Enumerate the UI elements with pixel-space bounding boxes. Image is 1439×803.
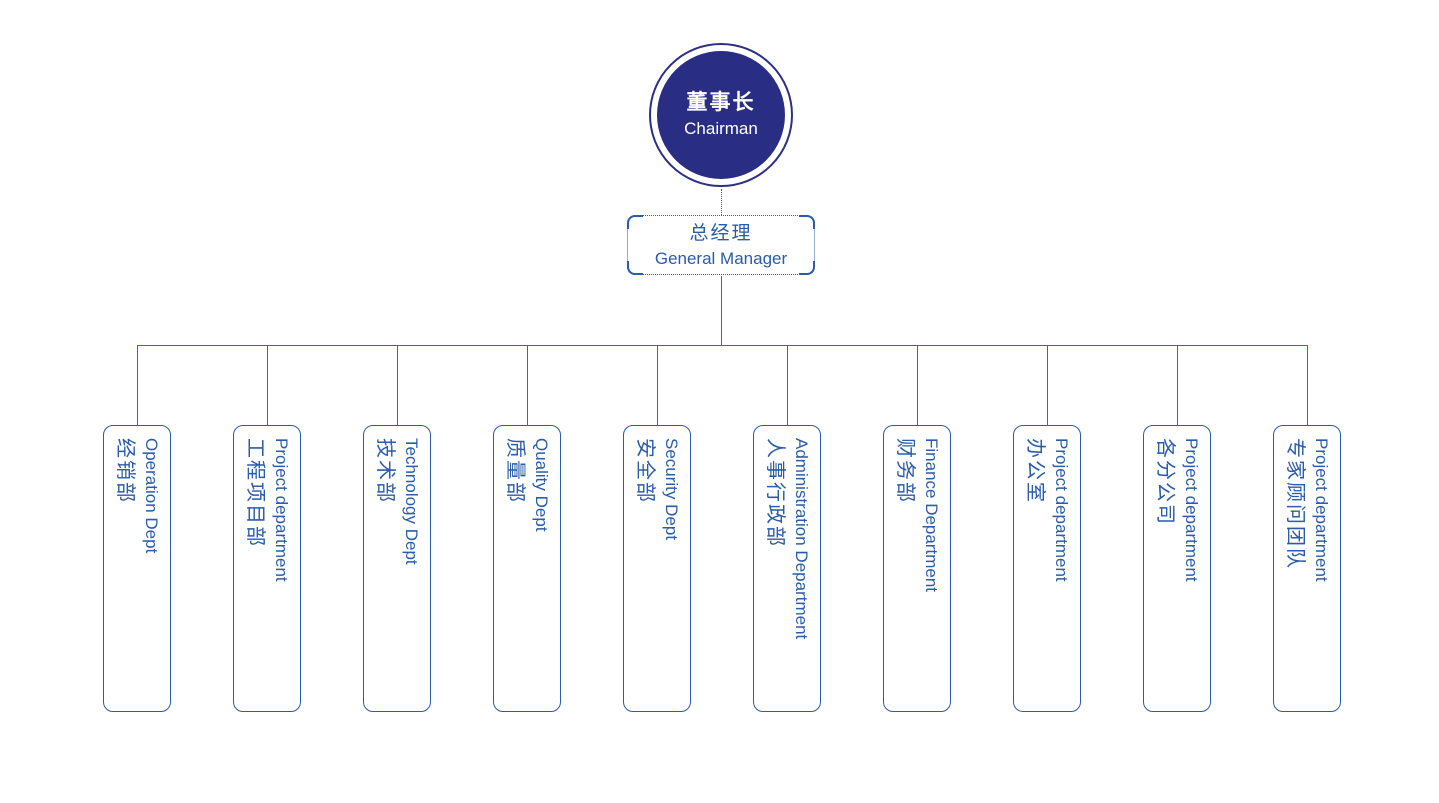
dept-name-en: Quality Dept xyxy=(532,438,551,532)
corner-bracket-icon xyxy=(799,215,815,229)
connector-stub-line xyxy=(916,345,918,425)
dept-name-en-col: Project department xyxy=(1050,438,1073,711)
dept-column-operation: 经销部 Operation Dept xyxy=(103,345,171,712)
dept-name-en: Project department xyxy=(1312,438,1331,582)
gm-title-zh: 总经理 xyxy=(689,222,753,244)
dept-name-en-col: Administration Department xyxy=(790,438,813,711)
chairman-node: 董事长 Chairman xyxy=(649,43,793,187)
connector-stub-line xyxy=(656,345,658,425)
dept-column-project: 工程项目部 Project department xyxy=(233,345,301,712)
dept-box-security: 安全部 Security Dept xyxy=(623,425,691,712)
dept-name-en: Operation Dept xyxy=(142,438,161,554)
connector-stub-line xyxy=(1306,345,1308,425)
general-manager-node: 总经理 General Manager xyxy=(627,215,815,275)
dept-name-en-col: Project department xyxy=(1180,438,1203,711)
chairman-circle: 董事长 Chairman xyxy=(657,51,785,179)
connector-stub-line xyxy=(786,345,788,425)
corner-bracket-icon xyxy=(799,261,815,275)
connector-stub-line xyxy=(526,345,528,425)
dept-column-branches: 各分公司 Project department xyxy=(1143,345,1211,712)
dept-box-branches: 各分公司 Project department xyxy=(1143,425,1211,712)
corner-bracket-icon xyxy=(627,215,643,229)
dept-box-quality: 质量部 Quality Dept xyxy=(493,425,561,712)
dept-name-zh: 技术部 xyxy=(374,438,396,504)
connector-horizontal-line xyxy=(137,345,1307,346)
corner-bracket-icon xyxy=(627,261,643,275)
connector-stub-line xyxy=(1046,345,1048,425)
dept-name-en: Project department xyxy=(1052,438,1071,582)
connector-dotted-line xyxy=(721,189,722,215)
dept-name-en-col: Security Dept xyxy=(660,438,683,711)
dept-box-technology: 技术部 Technology Dept xyxy=(363,425,431,712)
dept-name-zh: 专家顾问团队 xyxy=(1284,438,1306,570)
connector-stub-line xyxy=(266,345,268,425)
dept-name-en-col: Project department xyxy=(270,438,293,711)
dept-name-en: Project department xyxy=(272,438,291,582)
dept-box-project: 工程项目部 Project department xyxy=(233,425,301,712)
department-row: 经销部 Operation Dept 工程项目部 Project departm… xyxy=(103,345,1341,712)
dept-name-en-col: Technology Dept xyxy=(400,438,423,711)
dept-name-zh: 各分公司 xyxy=(1154,438,1176,526)
dept-column-finance: 财务部 Finance Department xyxy=(883,345,951,712)
dept-name-zh-col: 经销部 xyxy=(111,438,138,711)
dept-name-zh: 办公室 xyxy=(1024,438,1046,504)
dept-column-quality: 质量部 Quality Dept xyxy=(493,345,561,712)
dept-name-en: Technology Dept xyxy=(402,438,421,565)
dept-box-advisors: 专家顾问团队 Project department xyxy=(1273,425,1341,712)
dept-box-operation: 经销部 Operation Dept xyxy=(103,425,171,712)
dept-name-en-col: Finance Department xyxy=(920,438,943,711)
dept-name-en: Administration Department xyxy=(792,438,811,640)
dept-name-zh-col: 质量部 xyxy=(501,438,528,711)
dept-name-en: Finance Department xyxy=(922,438,941,593)
dept-name-zh-col: 工程项目部 xyxy=(241,438,268,711)
dept-name-zh-col: 财务部 xyxy=(891,438,918,711)
dept-column-technology: 技术部 Technology Dept xyxy=(363,345,431,712)
connector-stub-line xyxy=(136,345,138,425)
dept-name-zh-col: 专家顾问团队 xyxy=(1281,438,1308,711)
dept-name-zh-col: 技术部 xyxy=(371,438,398,711)
dept-name-zh: 财务部 xyxy=(894,438,916,504)
dept-name-zh-col: 安全部 xyxy=(631,438,658,711)
chairman-title-zh: 董事长 xyxy=(686,91,756,114)
dept-column-security: 安全部 Security Dept xyxy=(623,345,691,712)
dept-name-zh: 人事行政部 xyxy=(764,438,786,548)
dept-box-office: 办公室 Project department xyxy=(1013,425,1081,712)
dept-name-zh: 经销部 xyxy=(114,438,136,504)
connector-vertical-line xyxy=(721,276,722,345)
dept-column-office: 办公室 Project department xyxy=(1013,345,1081,712)
dept-name-en: Security Dept xyxy=(662,438,681,541)
dept-name-zh: 质量部 xyxy=(504,438,526,504)
dept-column-administration: 人事行政部 Administration Department xyxy=(753,345,821,712)
dept-column-advisors: 专家顾问团队 Project department xyxy=(1273,345,1341,712)
dept-name-zh-col: 办公室 xyxy=(1021,438,1048,711)
chairman-title-en: Chairman xyxy=(684,119,758,138)
dept-name-en: Project department xyxy=(1182,438,1201,582)
dept-box-administration: 人事行政部 Administration Department xyxy=(753,425,821,712)
connector-stub-line xyxy=(1176,345,1178,425)
connector-stub-line xyxy=(396,345,398,425)
dept-box-finance: 财务部 Finance Department xyxy=(883,425,951,712)
dept-name-en-col: Quality Dept xyxy=(530,438,553,711)
dept-name-zh: 工程项目部 xyxy=(244,438,266,548)
dept-name-en-col: Operation Dept xyxy=(140,438,163,711)
dept-name-zh-col: 各分公司 xyxy=(1151,438,1178,711)
dept-name-zh: 安全部 xyxy=(634,438,656,504)
dept-name-zh-col: 人事行政部 xyxy=(761,438,788,711)
dept-name-en-col: Project department xyxy=(1310,438,1333,711)
gm-title-en: General Manager xyxy=(654,248,788,268)
